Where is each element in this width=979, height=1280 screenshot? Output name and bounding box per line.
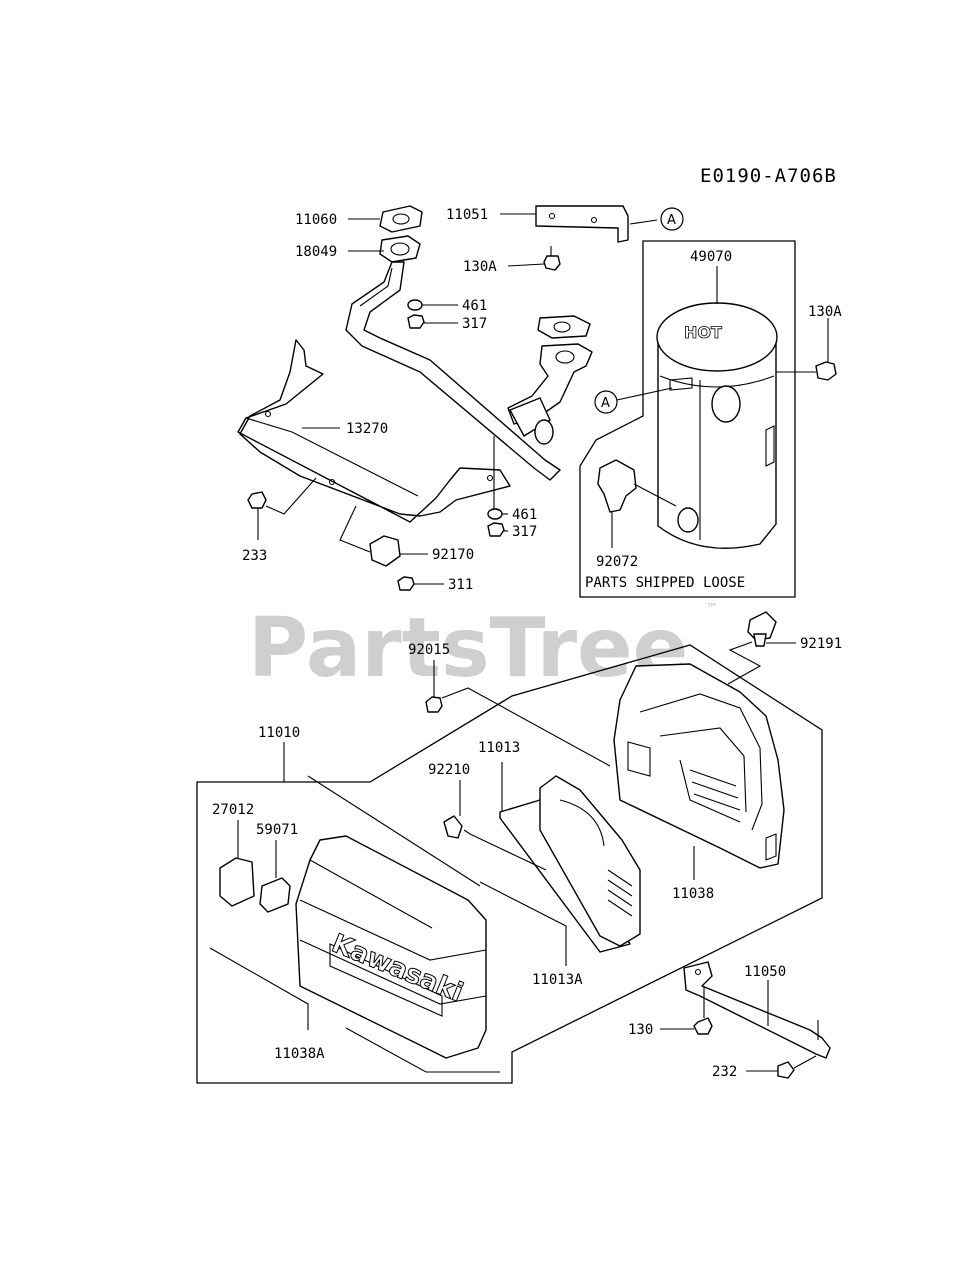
label-130A-top: 130A <box>463 259 497 275</box>
clamp-92170 <box>369 535 401 567</box>
cover-11038A: Kawasaki <box>295 835 487 1059</box>
label-11038A: 11038A <box>274 1046 325 1062</box>
part-92191 <box>747 611 777 647</box>
ref-marker-a-top-label: A <box>667 213 676 228</box>
label-11038: 11038 <box>672 886 714 902</box>
label-11013: 11013 <box>478 740 520 756</box>
label-59071: 59071 <box>256 822 298 838</box>
label-92072: 92072 <box>596 554 638 570</box>
parts-shipped-loose-box <box>579 240 796 598</box>
label-232: 232 <box>712 1064 737 1080</box>
nut-317-mid <box>487 522 505 537</box>
watermark: PartsTree <box>248 601 688 696</box>
nut-92015 <box>425 696 443 713</box>
label-18049: 18049 <box>295 244 337 260</box>
label-92015: 92015 <box>408 642 450 658</box>
watermark-trademark: ™ <box>706 601 718 615</box>
air-cleaner-base-11038 <box>613 663 785 869</box>
label-11013A: 11013A <box>532 972 583 988</box>
label-233: 233 <box>242 548 267 564</box>
label-13270: 13270 <box>346 421 388 437</box>
gasket-11060 <box>379 205 423 233</box>
knob-27012 <box>219 857 255 907</box>
clip-92210 <box>443 815 463 839</box>
bracket-11051 <box>535 205 629 243</box>
washer-461-top <box>407 299 423 311</box>
muffler-hot-emboss: HOT <box>684 323 722 342</box>
nut-317-top <box>407 314 425 329</box>
muffler-49070: HOT <box>656 302 778 549</box>
label-11051: 11051 <box>446 207 488 223</box>
exhaust-pipe-18049 <box>345 235 593 481</box>
label-461-mid: 461 <box>512 507 537 523</box>
label-27012: 27012 <box>212 802 254 818</box>
label-92170: 92170 <box>432 547 474 563</box>
bolt-130 <box>693 1017 713 1035</box>
bracket-11050 <box>683 961 831 1059</box>
parts-shipped-loose-label: PARTS SHIPPED LOOSE <box>585 575 745 591</box>
label-317-mid: 317 <box>512 524 537 540</box>
label-11010: 11010 <box>258 725 300 741</box>
label-11050: 11050 <box>744 964 786 980</box>
label-11060: 11060 <box>295 212 337 228</box>
label-317-top: 317 <box>462 316 487 332</box>
air-cleaner-assembly-outline <box>196 644 823 1084</box>
diagram-code: E0190-A706B <box>700 165 837 187</box>
washer-461-mid <box>487 508 503 520</box>
label-130: 130 <box>628 1022 653 1038</box>
bolt-232 <box>777 1061 795 1079</box>
label-92191: 92191 <box>800 636 842 652</box>
filter-element-11013A <box>539 775 641 947</box>
bolt-130A-right <box>815 361 837 381</box>
ref-marker-a-muffler-label: A <box>601 396 610 411</box>
label-92210: 92210 <box>428 762 470 778</box>
bolt-233 <box>247 491 267 509</box>
ref-marker-a-top <box>660 207 684 231</box>
ref-marker-a-muffler <box>594 390 618 414</box>
nut-311 <box>397 576 415 591</box>
spacer-59071 <box>259 877 291 913</box>
label-461-top: 461 <box>462 298 487 314</box>
bracket-13270 <box>237 339 511 523</box>
bolt-130A-top <box>543 246 561 271</box>
label-130A-right: 130A <box>808 304 842 320</box>
clamp-92072 <box>597 459 677 513</box>
label-311: 311 <box>448 577 473 593</box>
label-49070: 49070 <box>690 249 732 265</box>
